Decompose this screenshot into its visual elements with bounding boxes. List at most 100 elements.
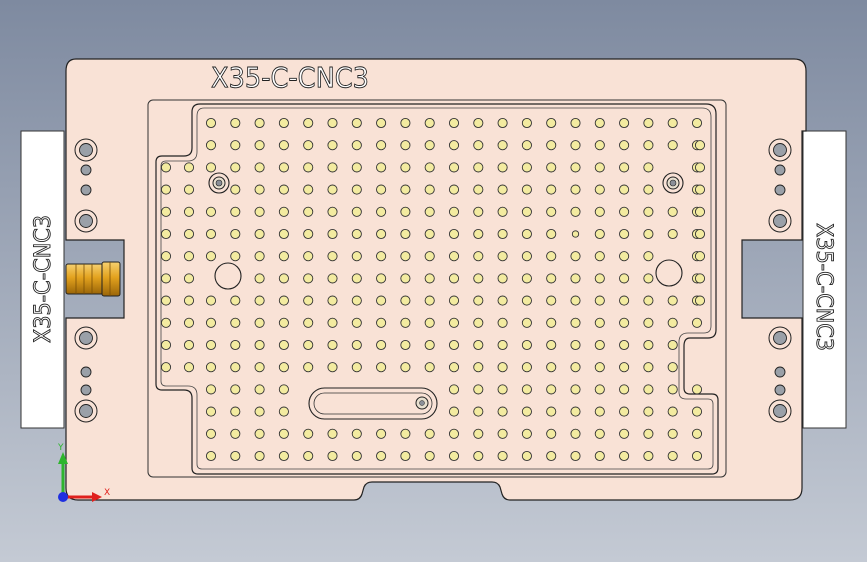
vacuum-hole [278, 384, 289, 395]
vacuum-hole [303, 184, 314, 195]
vacuum-hole [278, 228, 289, 240]
vacuum-hole [278, 428, 289, 439]
vacuum-hole [546, 384, 557, 395]
vacuum-hole [183, 228, 195, 240]
vacuum-hole [546, 251, 557, 262]
vacuum-hole [351, 362, 362, 373]
vacuum-hole [643, 295, 654, 306]
vacuum-hole [400, 251, 411, 262]
vacuum-hole [473, 184, 484, 195]
vacuum-hole [594, 428, 605, 439]
vacuum-hole [205, 362, 217, 373]
vacuum-hole [594, 450, 605, 462]
vacuum-hole [205, 140, 217, 151]
vacuum-hole [230, 406, 241, 417]
vacuum-hole [205, 162, 217, 173]
left-mount-holes [74, 138, 98, 423]
vacuum-hole [497, 228, 508, 240]
vacuum-hole [521, 251, 532, 262]
vacuum-hole [521, 450, 532, 462]
vacuum-hole [694, 295, 706, 306]
vacuum-hole [278, 295, 289, 306]
vacuum-hole [691, 384, 703, 395]
vacuum-hole [160, 362, 172, 373]
vacuum-hole [570, 295, 581, 306]
vacuum-hole [327, 273, 338, 284]
vacuum-hole [546, 273, 557, 284]
vacuum-hole [351, 184, 362, 195]
vacuum-hole [183, 295, 195, 306]
vacuum-hole [376, 140, 387, 151]
vacuum-hole [160, 228, 172, 240]
right-side-bar [802, 130, 847, 429]
vacuum-hole [448, 317, 460, 328]
vacuum-hole [424, 140, 435, 151]
vacuum-hole [205, 339, 217, 351]
vacuum-hole [278, 362, 289, 373]
vacuum-hole [667, 384, 678, 395]
vacuum-hole [497, 295, 508, 306]
vacuum-hole [570, 140, 581, 151]
vacuum-hole [521, 384, 532, 395]
vacuum-hole [521, 206, 532, 217]
vacuum-hole [570, 273, 581, 284]
z-axis [58, 492, 68, 502]
vacuum-hole [643, 206, 654, 217]
vacuum-hole [448, 140, 460, 151]
air-connector-fitting[interactable] [65, 261, 121, 297]
vacuum-hole [594, 273, 605, 284]
vacuum-hole [351, 317, 362, 328]
vacuum-hole [303, 162, 314, 173]
vacuum-hole [594, 384, 605, 395]
vacuum-hole [254, 162, 265, 173]
vacuum-hole [497, 273, 508, 284]
vacuum-hole [570, 162, 581, 173]
vacuum-hole [667, 140, 678, 151]
vacuum-hole [448, 362, 460, 373]
vacuum-hole [448, 206, 460, 217]
locator-hole-top-left [208, 172, 230, 194]
vacuum-hole [497, 140, 508, 151]
vacuum-hole [424, 251, 435, 262]
vacuum-hole [643, 162, 654, 173]
vacuum-hole [594, 295, 605, 306]
vacuum-hole [521, 339, 532, 351]
vacuum-hole [254, 406, 265, 417]
vacuum-hole [546, 339, 557, 351]
vacuum-hole [424, 450, 435, 462]
vacuum-hole [303, 295, 314, 306]
vacuum-hole [400, 184, 411, 195]
vacuum-hole [230, 428, 241, 439]
vacuum-hole [376, 295, 387, 306]
mount-hole [79, 404, 93, 418]
x-axis-label: X [104, 488, 110, 498]
vacuum-hole [424, 317, 435, 328]
vacuum-hole [400, 206, 411, 217]
vacuum-hole [183, 273, 195, 284]
vacuum-hole [230, 228, 241, 240]
vacuum-hole [205, 384, 217, 395]
vacuum-hole [497, 251, 508, 262]
vacuum-hole [691, 317, 703, 328]
vacuum-hole [473, 251, 484, 262]
vacuum-hole [376, 317, 387, 328]
vacuum-hole [691, 450, 703, 462]
vacuum-hole [521, 317, 532, 328]
vacuum-hole [303, 228, 314, 240]
vacuum-hole [400, 117, 411, 129]
dowel-hole [774, 164, 786, 176]
vacuum-hole [400, 140, 411, 151]
vacuum-hole [546, 184, 557, 195]
vacuum-hole [376, 251, 387, 262]
vacuum-hole [643, 428, 654, 439]
vacuum-hole [327, 295, 338, 306]
vacuum-hole [424, 362, 435, 373]
vacuum-hole [278, 317, 289, 328]
dowel-hole [80, 184, 92, 196]
vacuum-hole [546, 406, 557, 417]
vacuum-hole [570, 117, 581, 129]
vacuum-hole [400, 295, 411, 306]
vacuum-hole [205, 251, 217, 262]
vacuum-hole [327, 450, 338, 462]
